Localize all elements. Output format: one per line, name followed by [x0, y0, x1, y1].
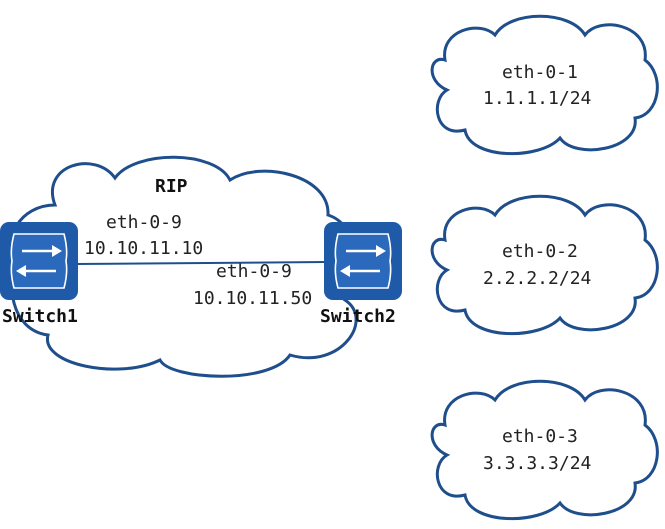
rip-cloud — [10, 155, 359, 378]
cloud2-port-label: eth-0-2 — [502, 241, 578, 262]
cloud-eth-0-2 — [430, 194, 659, 335]
switch2-name-label: Switch2 — [320, 306, 396, 327]
cloud3-port-label: eth-0-3 — [502, 426, 578, 447]
cloud-eth-0-3 — [430, 379, 659, 520]
switch2-icon — [324, 222, 402, 300]
cloud3-ip-label: 3.3.3.3/24 — [483, 453, 591, 474]
rip-label: RIP — [155, 176, 188, 197]
cloud1-ip-label: 1.1.1.1/24 — [483, 88, 591, 109]
switch1-icon — [0, 222, 78, 300]
switch2-port-label: eth-0-9 — [216, 261, 292, 282]
switch1-name-label: Switch1 — [2, 306, 78, 327]
cloud2-ip-label: 2.2.2.2/24 — [483, 268, 591, 289]
switch-link — [75, 261, 327, 265]
cloud-eth-0-1 — [430, 14, 659, 155]
switch1-port-label: eth-0-9 — [106, 212, 182, 233]
cloud1-port-label: eth-0-1 — [502, 62, 578, 83]
switch2-ip-label: 10.10.11.50 — [193, 288, 312, 309]
switch1-ip-label: 10.10.11.10 — [84, 238, 203, 259]
